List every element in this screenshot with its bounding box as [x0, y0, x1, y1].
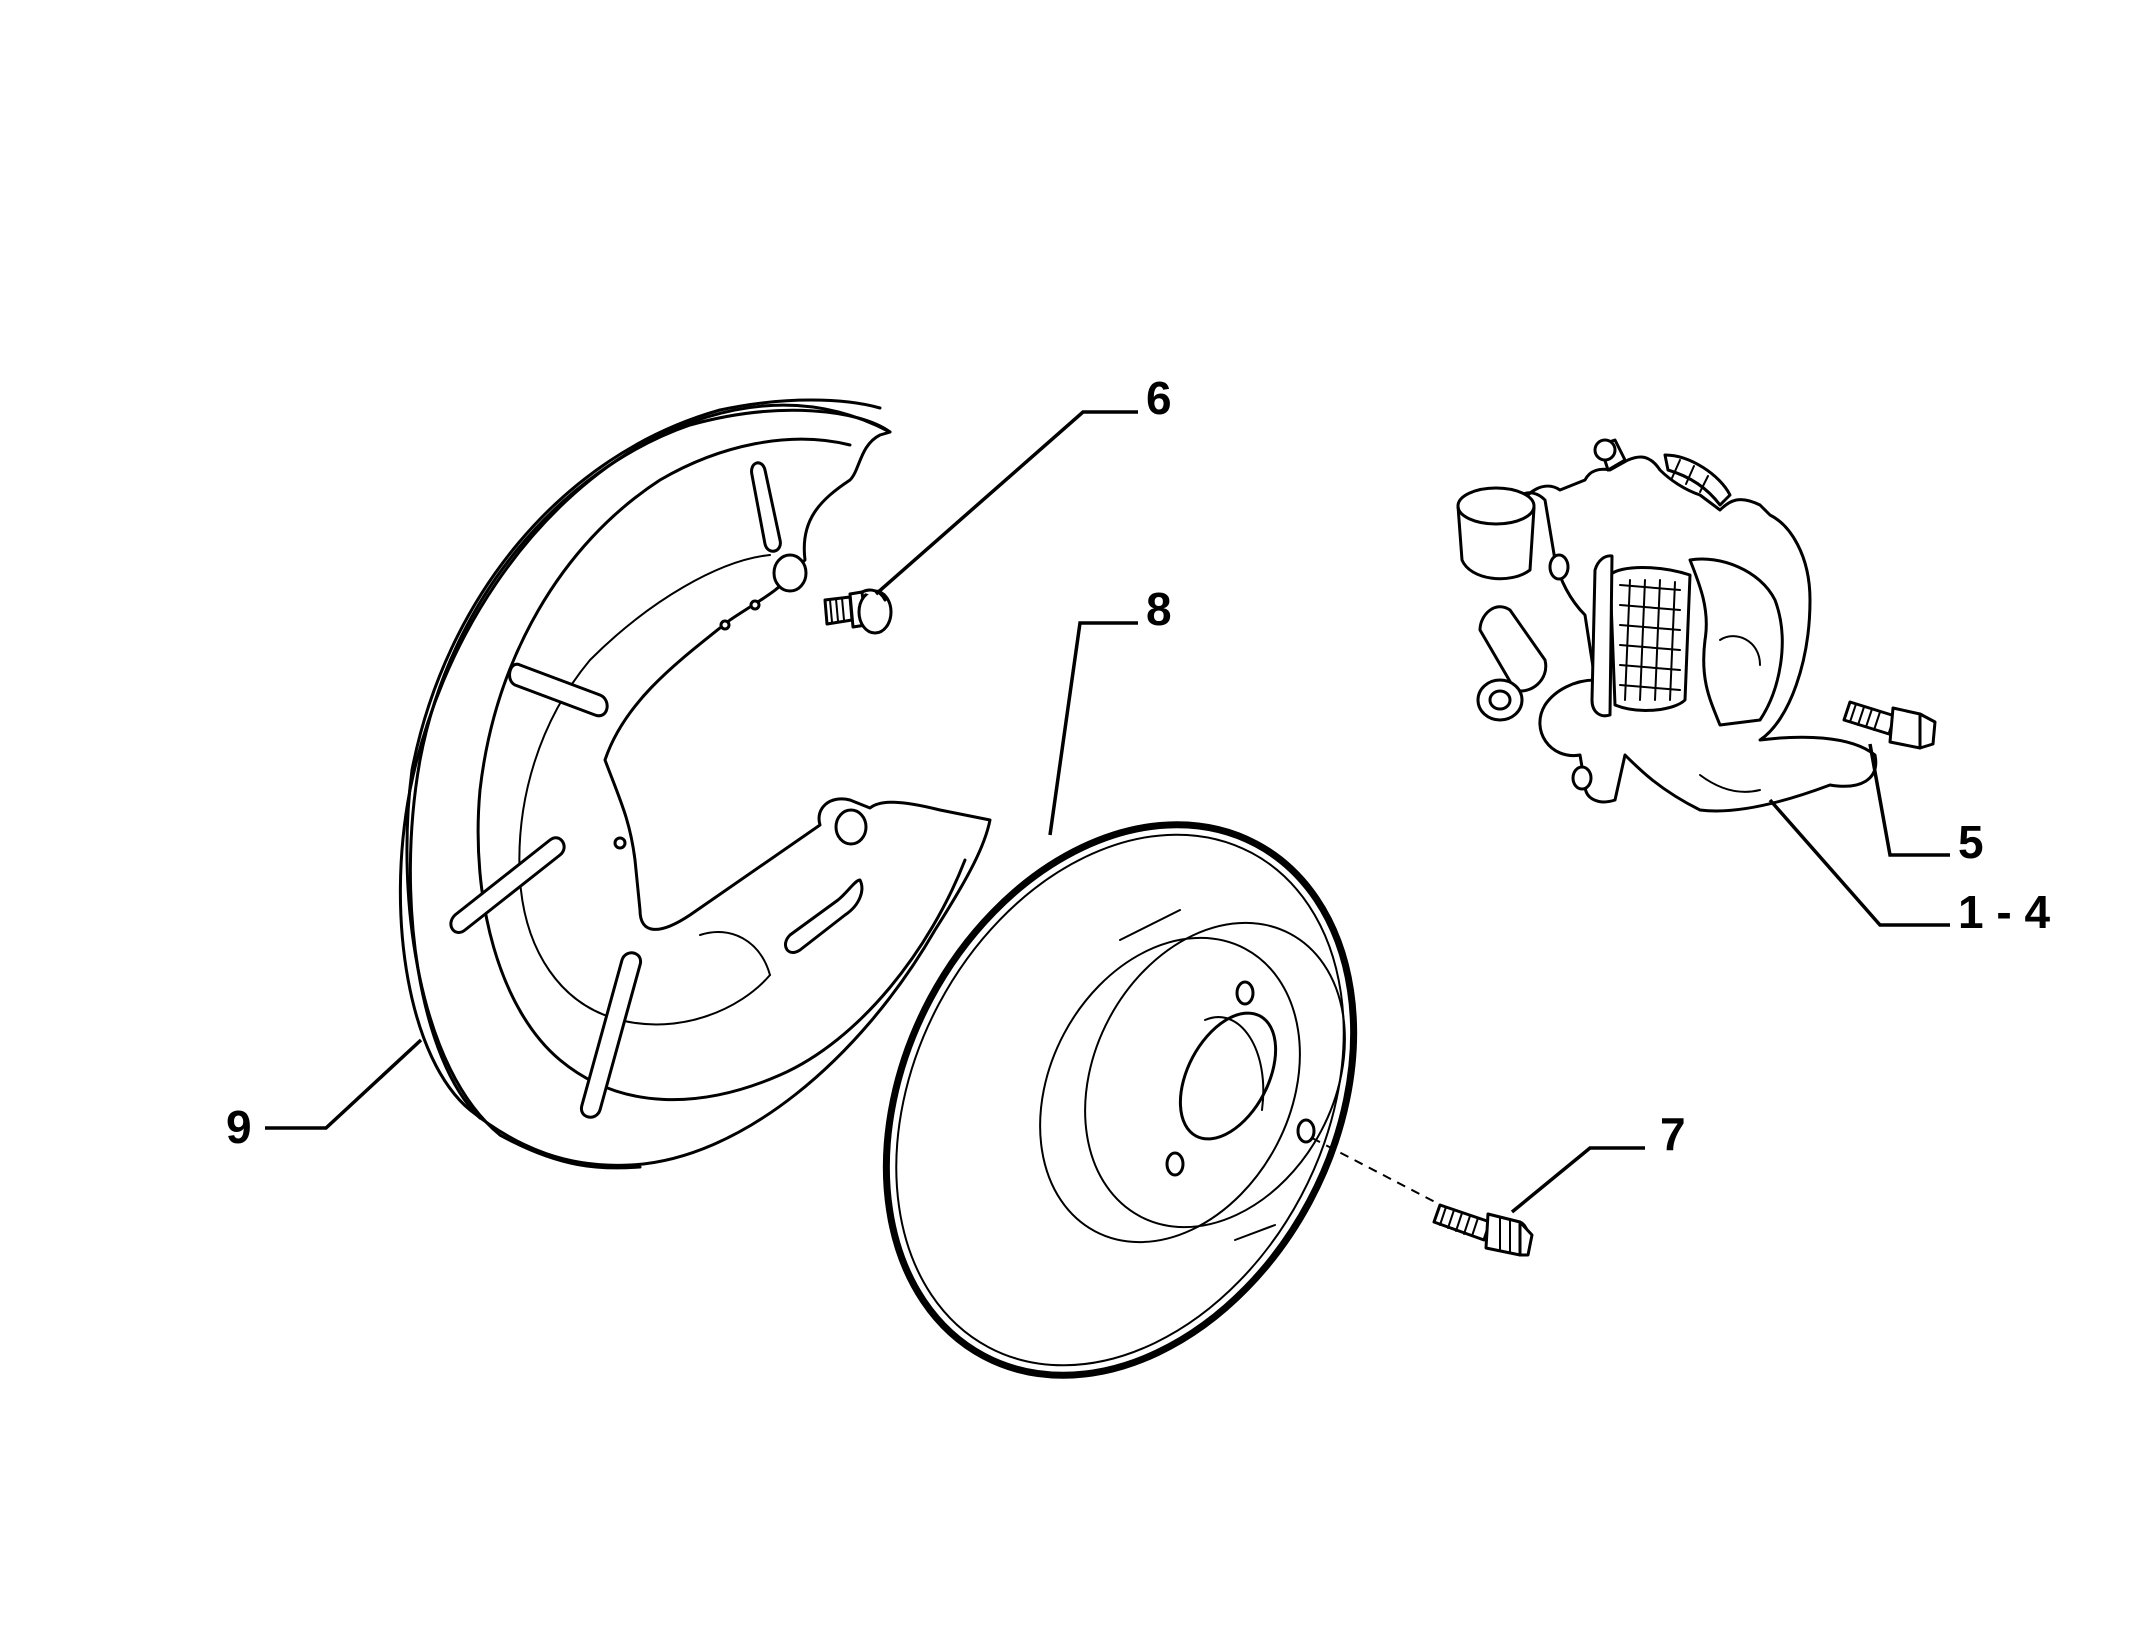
- caliper-bolt: [1842, 700, 1937, 750]
- callout-leaders: [265, 410, 1950, 1214]
- callout-label-5: 5: [1958, 816, 1984, 868]
- brake-disc: [882, 821, 1461, 1379]
- disc-screw: [1432, 1203, 1534, 1257]
- callout-label-1-4: 1 - 4: [1958, 886, 2050, 938]
- callout-label-6: 6: [1146, 372, 1172, 424]
- leader-6: [874, 410, 1138, 596]
- shield-bolt: [823, 588, 893, 635]
- callout-label-7: 7: [1660, 1108, 1686, 1160]
- leader-7: [1510, 1146, 1645, 1214]
- leader-1-4: [1768, 798, 1950, 927]
- leader-9: [265, 1038, 423, 1130]
- caliper-assembly: [1456, 438, 1878, 813]
- callout-label-9: 9: [226, 1101, 252, 1153]
- leader-5: [1868, 743, 1950, 857]
- leader-8: [1048, 621, 1138, 836]
- disc-shield: [398, 398, 992, 1170]
- callout-label-8: 8: [1146, 583, 1172, 635]
